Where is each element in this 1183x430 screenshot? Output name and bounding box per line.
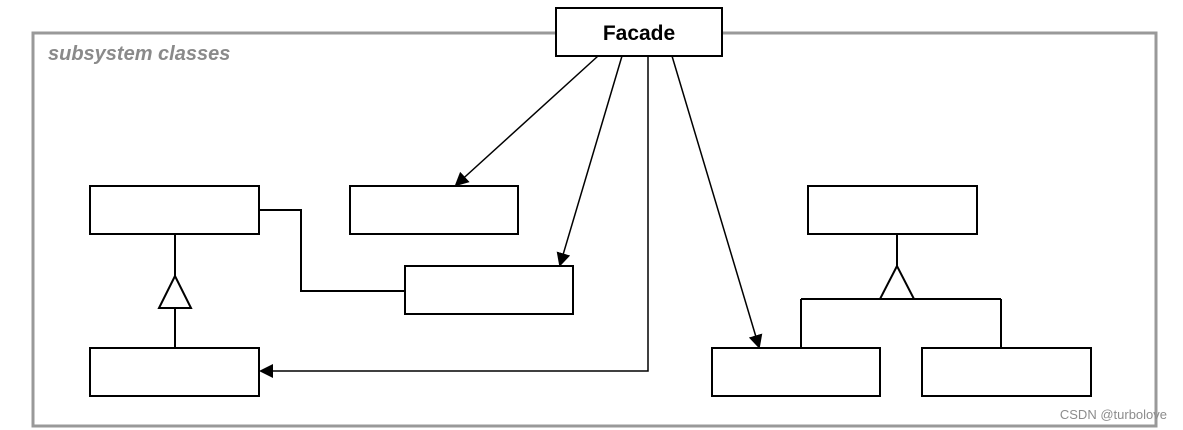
facade-arrow-to-right-bottom-left [671, 55, 763, 349]
class-box-right-top [807, 185, 978, 235]
facade-arrow-to-middle-bottom [556, 55, 623, 267]
inheritance-triangle-left [157, 273, 193, 309]
facade-box [555, 7, 723, 57]
facade-arrow-to-middle-top [454, 55, 599, 187]
association-line-left-to-middle [259, 209, 405, 292]
class-box-right-bottom-left [711, 347, 881, 397]
class-box-middle-bottom [404, 265, 574, 315]
class-box-left-bottom [89, 347, 260, 397]
facade-label: Facade [603, 22, 675, 45]
inheritance-triangle-right [878, 263, 916, 300]
watermark-text: CSDN @turbolove [1060, 407, 1167, 422]
facade-arrow-to-left-bottom [259, 56, 649, 378]
subsystem-label: subsystem classes [48, 43, 230, 65]
class-box-middle-top [349, 185, 519, 235]
class-box-right-bottom-right [921, 347, 1092, 397]
class-box-left-top [89, 185, 260, 235]
